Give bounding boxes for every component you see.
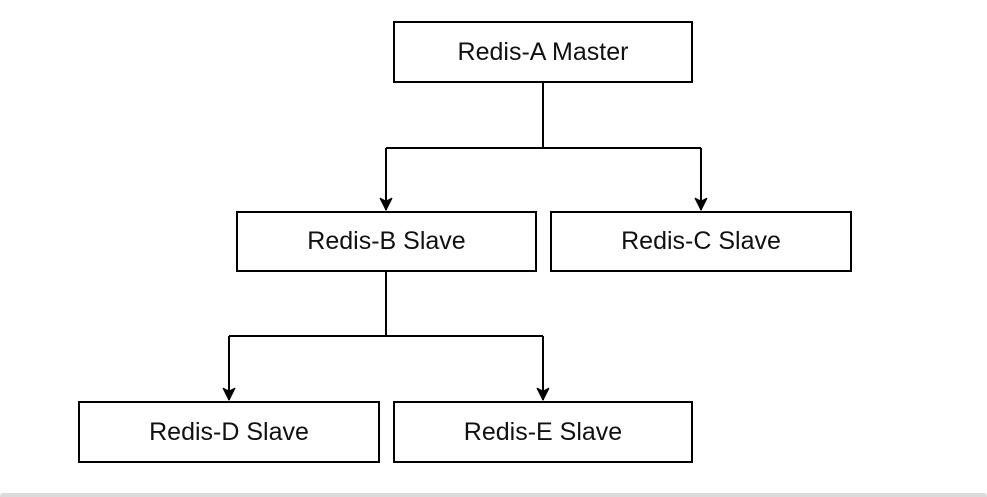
node-label: Redis-A Master bbox=[457, 37, 629, 66]
node-redis-b-slave: Redis-B Slave bbox=[236, 211, 537, 272]
node-label: Redis-B Slave bbox=[307, 227, 466, 255]
node-redis-c-slave: Redis-C Slave bbox=[550, 211, 852, 272]
node-label: Redis-E Slave bbox=[463, 417, 623, 446]
node-label: Redis-D Slave bbox=[149, 417, 309, 446]
node-label: Redis-C Slave bbox=[621, 227, 781, 255]
edge-b-trunk bbox=[229, 272, 543, 337]
node-redis-d-slave: Redis-D Slave bbox=[78, 401, 380, 463]
bottom-section-divider bbox=[0, 493, 987, 497]
edge-a-trunk bbox=[386, 83, 701, 149]
node-redis-e-slave: Redis-E Slave bbox=[393, 401, 693, 463]
node-redis-a-master: Redis-A Master bbox=[393, 21, 693, 83]
